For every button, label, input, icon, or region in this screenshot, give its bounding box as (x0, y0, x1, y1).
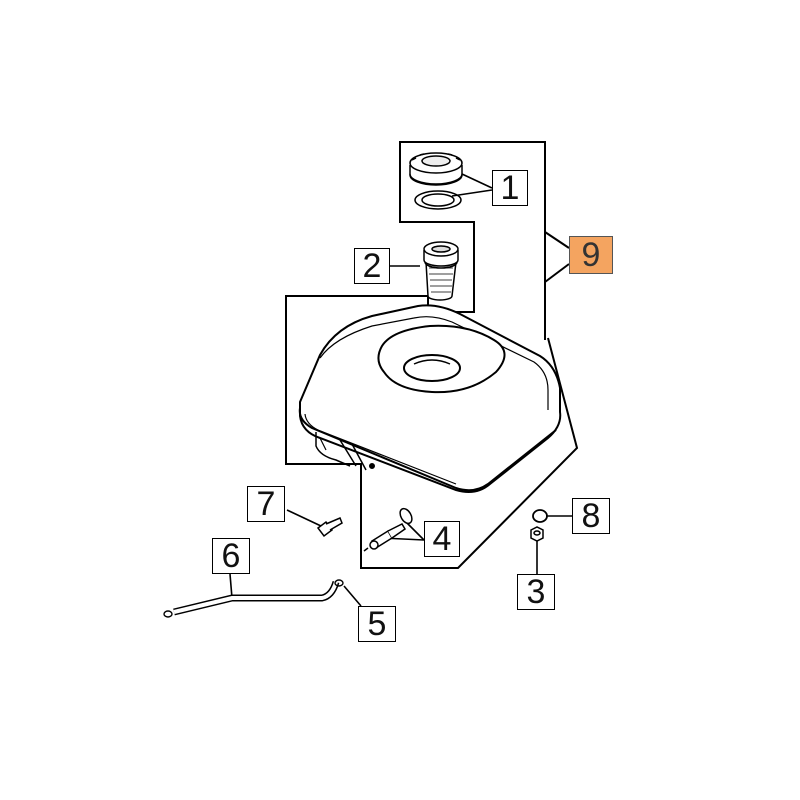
tank-bolt-icon (316, 517, 343, 538)
callout-8: 8 (572, 498, 610, 534)
fuel-cap-icon (409, 152, 463, 186)
fuel-hose-icon (173, 580, 340, 616)
cap-gasket-icon (414, 190, 462, 210)
callout-6: 6 (212, 538, 250, 574)
callout-3: 3 (517, 574, 555, 610)
fuel-tank-icon (298, 304, 562, 493)
filler-strainer-icon (423, 241, 459, 301)
nut-icon (530, 526, 544, 542)
callout-1: 1 (492, 170, 528, 206)
callout-2: 2 (354, 248, 390, 284)
fuel-valve-icon (363, 507, 413, 552)
callout-7: 7 (247, 486, 285, 522)
callout-9: 9 (569, 236, 613, 274)
washer-icon (532, 509, 548, 523)
callout-4: 4 (424, 521, 460, 557)
hose-clip-icon (163, 579, 344, 618)
callout-5: 5 (358, 606, 396, 642)
